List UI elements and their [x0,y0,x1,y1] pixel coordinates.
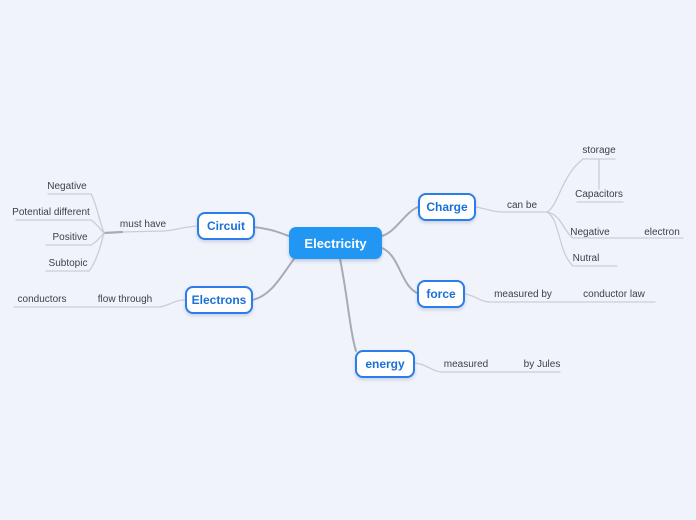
label-conductors[interactable]: conductors [17,294,67,305]
label-measured-by[interactable]: measured by [494,289,552,300]
node-electrons[interactable]: Electrons [185,286,253,314]
label-must-have[interactable]: must have [119,219,167,230]
label-potential-different[interactable]: Potential different [12,207,90,218]
label-storage[interactable]: storage [582,145,616,156]
label-negative-right[interactable]: Negative [570,227,610,238]
label-positive[interactable]: Positive [52,232,88,243]
label-negative-left[interactable]: Negative [47,181,87,192]
label-electron[interactable]: electron [644,227,680,238]
label-branch-lines [13,158,684,373]
label-conductor-law[interactable]: conductor law [583,289,645,300]
label-subtopic[interactable]: Subtopic [48,258,88,269]
main-branch-lines [251,206,419,352]
label-flow-through[interactable]: flow through [97,294,153,305]
label-measured[interactable]: measured [443,359,489,370]
node-energy[interactable]: energy [355,350,415,378]
label-by-jules[interactable]: by Jules [523,359,561,370]
label-can-be[interactable]: can be [506,200,538,211]
node-force[interactable]: force [417,280,465,308]
node-charge[interactable]: Charge [418,193,476,221]
label-capacitors[interactable]: Capacitors [575,189,623,200]
node-electricity[interactable]: Electricity [289,227,382,259]
label-nutral[interactable]: Nutral [572,253,600,264]
node-circuit[interactable]: Circuit [197,212,255,240]
